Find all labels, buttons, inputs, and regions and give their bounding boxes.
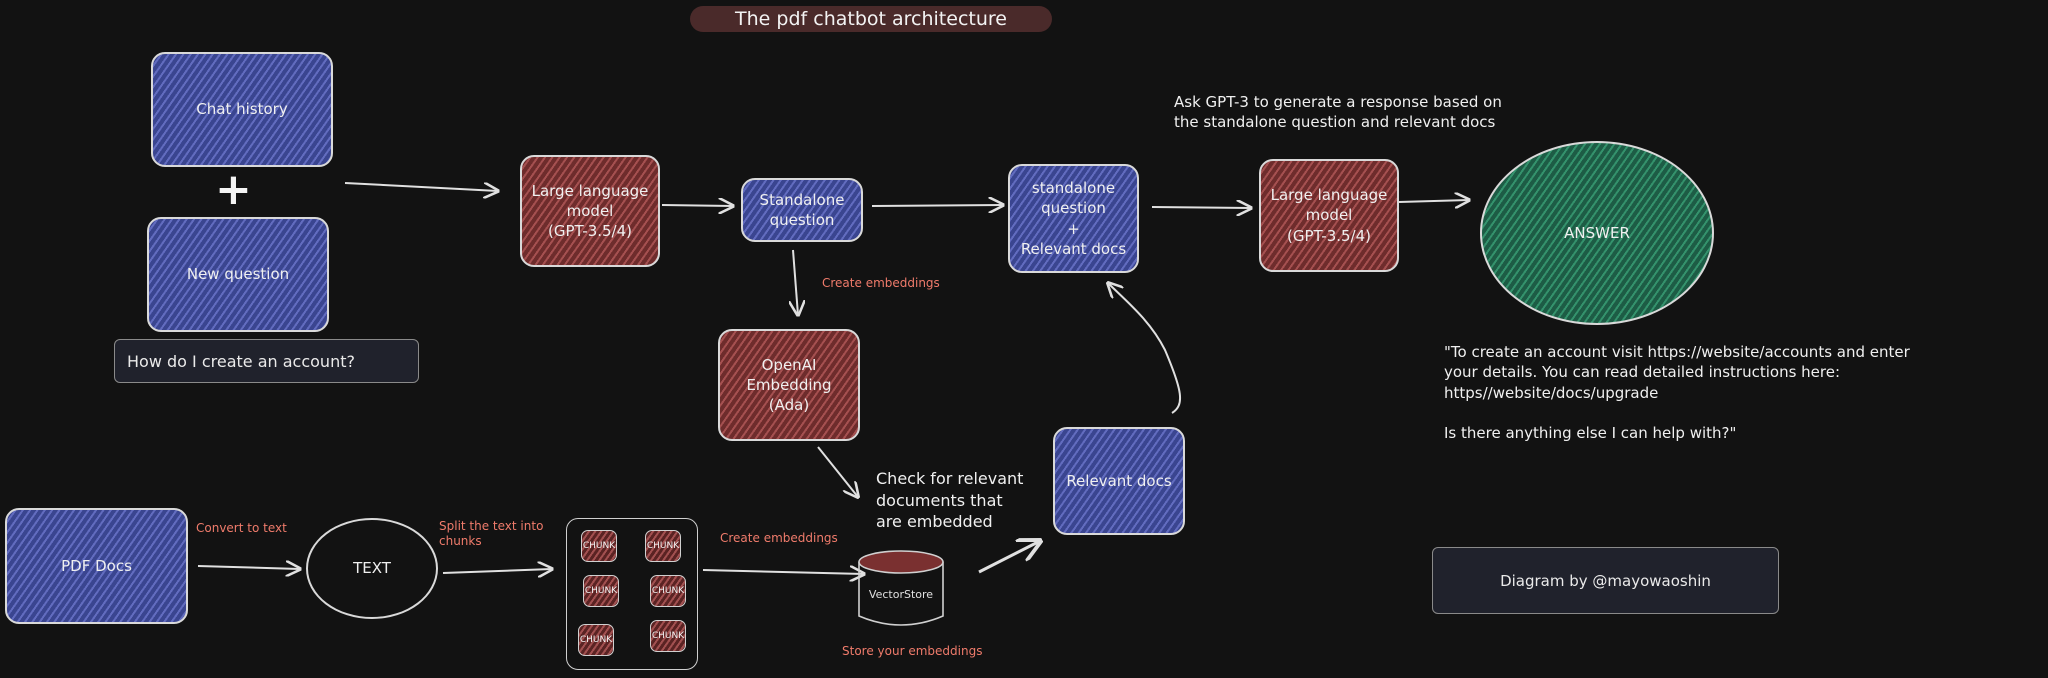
llm-node-1: Large language model (GPT-3.5/4) (520, 155, 660, 267)
chunk-2: CHUNK (645, 530, 681, 562)
chunk-3: CHUNK (583, 575, 619, 607)
vectorstore-label: VectorStore (868, 588, 934, 601)
answer-text-note: "To create an account visit https://webs… (1444, 343, 1910, 442)
standalone-question-node: Standalone question (741, 178, 863, 242)
cylinder-icon (858, 550, 944, 626)
chunk-1: CHUNK (581, 530, 617, 562)
store-embeddings-label: Store your embeddings (842, 644, 983, 658)
relevant-docs-node: Relevant docs (1053, 427, 1185, 535)
user-question-text: How do I create an account? (127, 351, 355, 371)
openai-embedding-node: OpenAI Embedding (Ada) (718, 329, 860, 441)
pdf-docs-node: PDF Docs (5, 508, 188, 624)
user-question-input: How do I create an account? (114, 339, 419, 383)
split-text-label: Split the text into chunks (439, 519, 544, 548)
chunk-6: CHUNK (650, 620, 686, 652)
arrow-chunks-to-vectorstore (702, 570, 864, 574)
arrow-pdf-to-text (197, 566, 300, 569)
arrow-text-to-chunks (442, 569, 552, 573)
arrow-llm-to-standalone (661, 205, 733, 206)
check-relevant-note: Check for relevant documents that are em… (876, 469, 1024, 532)
arrow-inputs-to-llm (344, 182, 498, 191)
arrow-standalone-to-embedding (793, 249, 798, 315)
chat-history-node: Chat history (151, 52, 333, 167)
arrow-check-to-relevant (978, 541, 1040, 574)
page-title: The pdf chatbot architecture (690, 6, 1052, 32)
text-node: TEXT (306, 518, 438, 619)
answer-node: ANSWER (1480, 141, 1714, 325)
create-embeddings-label-2: Create embeddings (720, 531, 838, 545)
convert-to-text-label: Convert to text (196, 521, 287, 535)
chunk-4: CHUNK (650, 575, 686, 607)
arrow-combined-to-llm2 (1151, 207, 1251, 208)
chunk-5: CHUNK (578, 624, 614, 656)
arrow-relevant-to-combined (1108, 283, 1182, 414)
new-question-node: New question (147, 217, 329, 332)
plus-icon: + (215, 164, 252, 215)
arrow-embedding-to-check (817, 446, 858, 497)
create-embeddings-label-1: Create embeddings (822, 276, 940, 290)
credit-box: Diagram by @mayowaoshin (1432, 547, 1779, 614)
gpt-instruction-note: Ask GPT-3 to generate a response based o… (1174, 93, 1502, 132)
llm-node-2: Large language model (GPT-3.5/4) (1259, 159, 1399, 272)
standalone-plus-docs-node: standalone question + Relevant docs (1008, 164, 1139, 273)
chunk-group (566, 518, 698, 670)
credit-text: Diagram by @mayowaoshin (1500, 571, 1711, 590)
vectorstore-node: VectorStore (856, 548, 946, 628)
arrow-llm2-to-answer (1398, 200, 1469, 202)
arrow-standalone-to-combined (871, 205, 1003, 206)
